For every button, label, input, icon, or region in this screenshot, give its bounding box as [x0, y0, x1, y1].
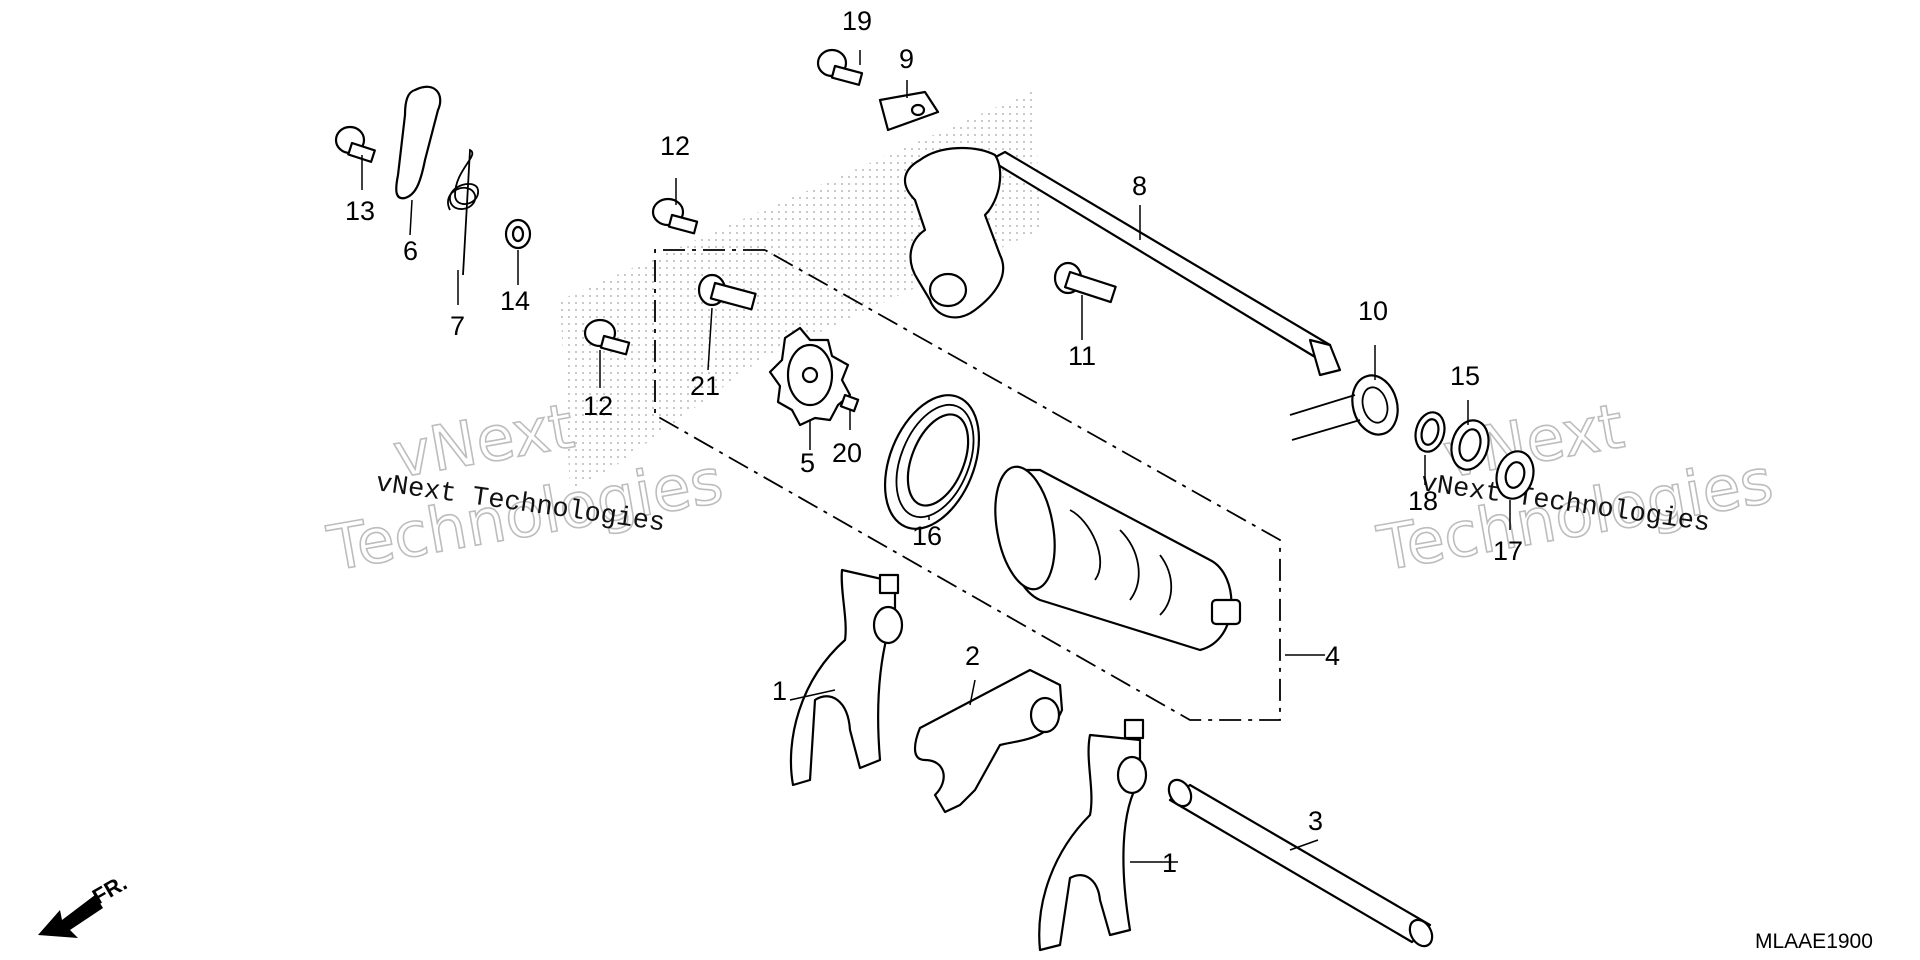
callout-13: 13 — [345, 196, 375, 226]
pin-20 — [839, 393, 860, 413]
bolt-13 — [334, 125, 376, 163]
circlip-18 — [1414, 411, 1446, 453]
shift-fork-1-lower — [1038, 718, 1148, 952]
bolt-12-upper — [651, 197, 699, 235]
spring-10 — [1289, 374, 1399, 441]
callout-12-lower: 12 — [583, 391, 613, 421]
callout-2: 2 — [965, 641, 980, 671]
callout-11: 11 — [1068, 341, 1096, 371]
diagram-code: MLAAE1900 — [1755, 930, 1873, 953]
callout-9: 9 — [899, 44, 914, 74]
plate-9 — [878, 90, 940, 132]
lever-plate-6 — [395, 85, 442, 200]
callout-18: 18 — [1408, 486, 1438, 516]
callout-16: 16 — [912, 521, 942, 551]
spring-7 — [447, 148, 479, 276]
seal-17 — [1495, 450, 1535, 500]
shift-fork-1-upper — [789, 568, 904, 787]
washer-15 — [1450, 419, 1490, 471]
callout-4: 4 — [1325, 641, 1340, 671]
callout-6: 6 — [403, 236, 418, 266]
bolt-19 — [816, 48, 864, 86]
bolt-12-lower — [583, 318, 631, 356]
callout-20: 20 — [832, 438, 862, 468]
shift-drum-4 — [994, 465, 1242, 652]
washer-14 — [504, 218, 532, 250]
callout-12-upper: 12 — [660, 131, 690, 161]
leader-lines — [361, 50, 1511, 863]
bolt-11 — [1053, 261, 1117, 304]
callout-21: 21 — [690, 371, 720, 401]
shift-shaft-8 — [904, 147, 1342, 377]
callout-1-upper: 1 — [772, 676, 787, 706]
callout-19: 19 — [842, 6, 872, 36]
callout-3: 3 — [1308, 806, 1323, 836]
fork-shaft-3 — [1167, 778, 1434, 948]
star-plate-5 — [768, 326, 852, 427]
callout-8: 8 — [1132, 171, 1147, 201]
callout-15: 15 — [1450, 361, 1480, 391]
callout-1-lower: 1 — [1162, 848, 1177, 878]
callout-7: 7 — [450, 311, 465, 341]
callout-5: 5 — [800, 448, 815, 478]
front-direction-arrow-icon — [38, 895, 103, 938]
callout-14: 14 — [500, 286, 530, 316]
shift-fork-2 — [913, 668, 1064, 814]
callout-10: 10 — [1358, 296, 1388, 326]
bearing-16 — [883, 394, 981, 530]
callout-17: 17 — [1493, 536, 1523, 566]
assembly-outline — [654, 249, 1281, 721]
bolt-21 — [697, 273, 757, 311]
